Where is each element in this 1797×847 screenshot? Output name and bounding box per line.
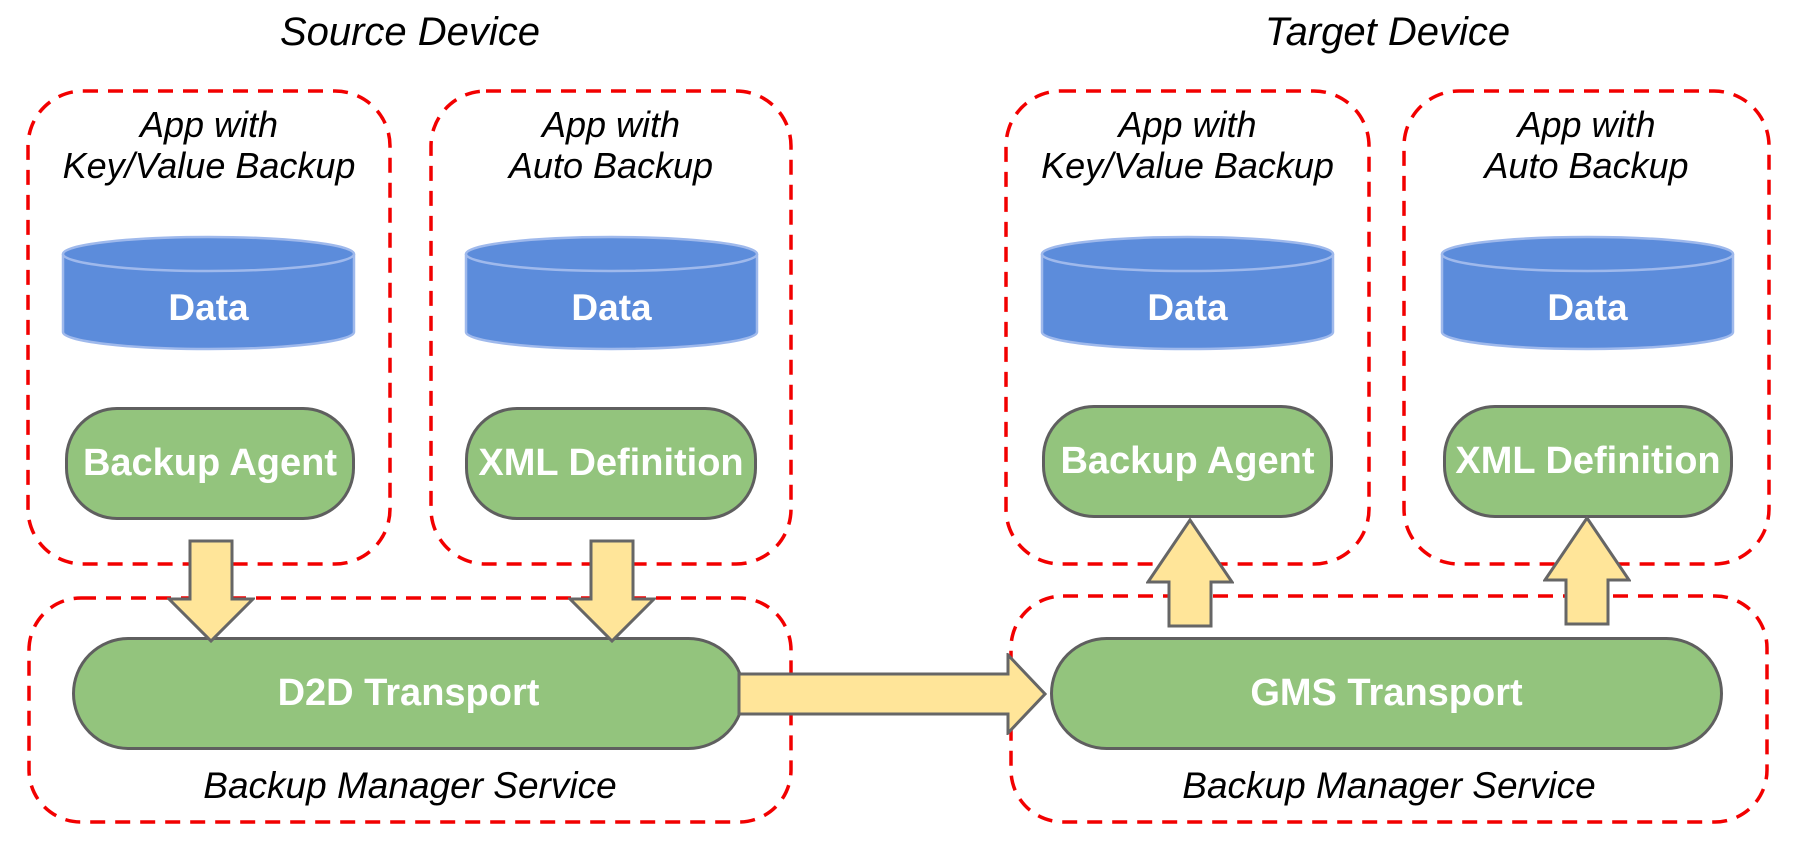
database-cylinder-icon bbox=[1440, 235, 1735, 351]
down-arrow-source-xml-definition bbox=[568, 539, 656, 643]
data-label: Data bbox=[1547, 287, 1628, 328]
target-app-keyvalue-border bbox=[1004, 89, 1371, 566]
target-app-auto-border bbox=[1402, 89, 1771, 566]
title-line: Auto Backup bbox=[1484, 145, 1689, 186]
title-line: Key/Value Backup bbox=[1041, 145, 1334, 186]
data-label: Data bbox=[168, 287, 249, 328]
database-cylinder-icon bbox=[464, 235, 759, 351]
target-auto-data-cylinder: Data bbox=[1440, 235, 1735, 351]
title-line: App with bbox=[139, 104, 279, 145]
target-xml-definition-pill: XML Definition bbox=[1443, 405, 1733, 518]
source-backup-manager-border bbox=[27, 596, 793, 824]
source-auto-data-cylinder: Data bbox=[464, 235, 759, 351]
target-app-auto-title: App with Auto Backup bbox=[1403, 104, 1770, 186]
source-keyvalue-data-cylinder: Data bbox=[61, 235, 356, 351]
target-device-title: Target Device bbox=[1264, 10, 1511, 54]
d2d-transport-pill: D2D Transport bbox=[72, 637, 745, 750]
database-cylinder-icon bbox=[1040, 235, 1335, 351]
title-line: App with bbox=[1517, 104, 1656, 145]
database-cylinder-icon bbox=[61, 235, 356, 351]
data-label: Data bbox=[571, 287, 652, 328]
title-line: Key/Value Backup bbox=[62, 145, 356, 186]
source-device-title: Source Device bbox=[279, 10, 541, 54]
title-line: App with bbox=[1118, 104, 1257, 145]
title-line: Auto Backup bbox=[508, 145, 714, 186]
source-backup-manager-label: Backup Manager Service bbox=[203, 765, 617, 806]
down-arrow-source-backup-agent bbox=[167, 539, 255, 643]
title-line: App with bbox=[541, 104, 681, 145]
source-app-keyvalue-title: App with Key/Value Backup bbox=[27, 104, 391, 186]
target-backup-agent-pill: Backup Agent bbox=[1042, 405, 1333, 518]
up-arrow-target-backup-agent bbox=[1146, 518, 1234, 628]
source-xml-definition-pill: XML Definition bbox=[465, 407, 757, 520]
right-arrow-d2d-to-gms bbox=[737, 653, 1047, 735]
target-app-keyvalue-title: App with Key/Value Backup bbox=[1005, 104, 1370, 186]
target-backup-manager-label: Backup Manager Service bbox=[1182, 765, 1596, 806]
source-app-auto-title: App with Auto Backup bbox=[430, 104, 792, 186]
up-arrow-target-xml-definition bbox=[1543, 516, 1631, 626]
data-label: Data bbox=[1147, 287, 1228, 328]
gms-transport-pill: GMS Transport bbox=[1050, 637, 1723, 750]
source-backup-agent-pill: Backup Agent bbox=[65, 407, 355, 520]
target-keyvalue-data-cylinder: Data bbox=[1040, 235, 1335, 351]
